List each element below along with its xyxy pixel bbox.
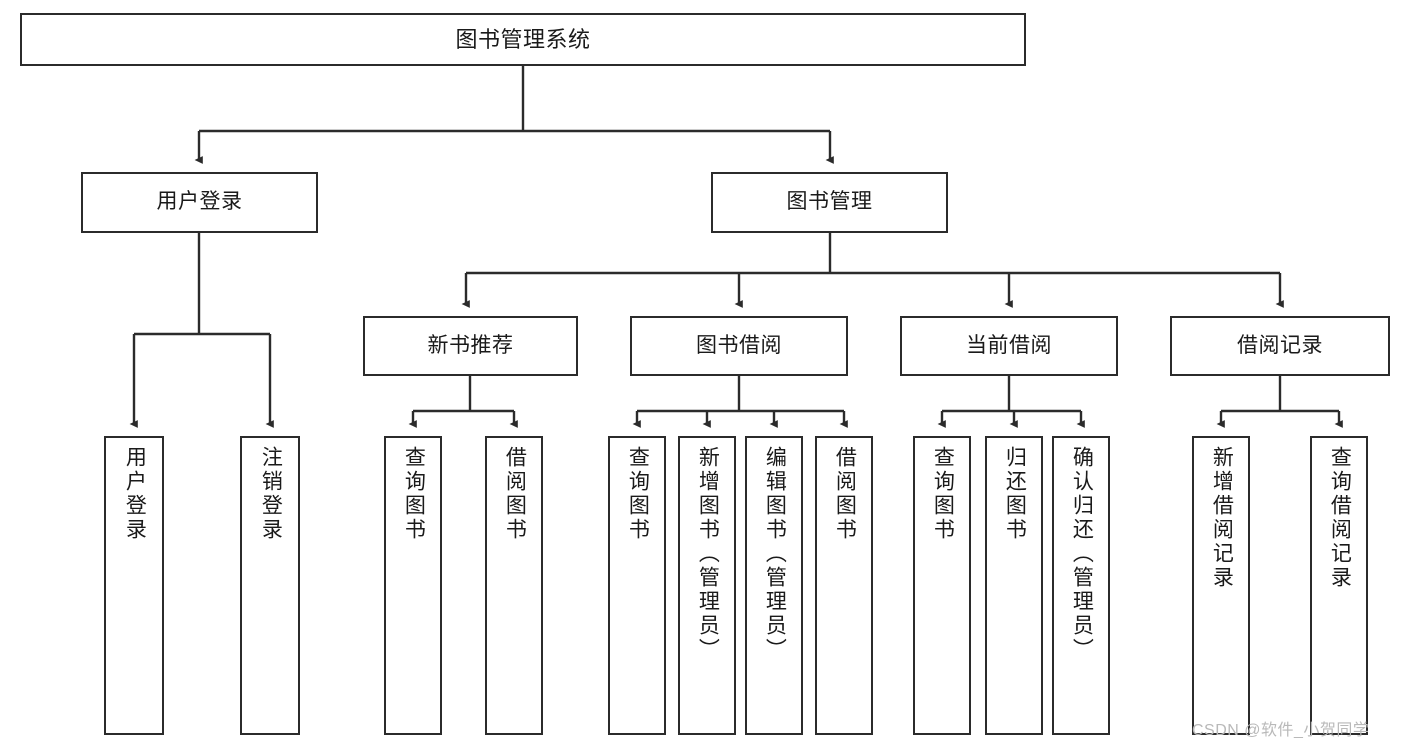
node-leaf-add-book-admin[interactable]: 新增图书（管理员） bbox=[678, 436, 736, 735]
node-leaf-query-books-current[interactable]: 查询图书 bbox=[913, 436, 971, 735]
node-leaf-query-books-borrow[interactable]: 查询图书 bbox=[608, 436, 666, 735]
node-root[interactable]: 图书管理系统 bbox=[20, 13, 1026, 66]
node-leaf-borrow-books-recommend-label: 借阅图书 bbox=[503, 446, 527, 542]
node-leaf-query-books-current-label: 查询图书 bbox=[931, 446, 955, 542]
node-book-borrow-label: 图书借阅 bbox=[696, 333, 782, 357]
node-leaf-confirm-return-admin[interactable]: 确认归还（管理员） bbox=[1052, 436, 1110, 735]
node-borrow-record[interactable]: 借阅记录 bbox=[1170, 316, 1390, 376]
node-leaf-add-book-admin-label: 新增图书（管理员） bbox=[696, 446, 720, 662]
node-user-login-label: 用户登录 bbox=[156, 190, 243, 214]
node-book-borrow[interactable]: 图书借阅 bbox=[630, 316, 848, 376]
node-leaf-borrow-books-borrow[interactable]: 借阅图书 bbox=[815, 436, 873, 735]
node-book-management-label: 图书管理 bbox=[786, 190, 873, 214]
node-leaf-borrow-books-recommend[interactable]: 借阅图书 bbox=[485, 436, 543, 735]
node-leaf-edit-book-admin[interactable]: 编辑图书（管理员） bbox=[745, 436, 803, 735]
node-leaf-query-books-recommend-label: 查询图书 bbox=[402, 446, 426, 542]
node-leaf-edit-book-admin-label: 编辑图书（管理员） bbox=[763, 446, 787, 662]
node-leaf-return-books[interactable]: 归还图书 bbox=[985, 436, 1043, 735]
node-borrow-record-label: 借阅记录 bbox=[1237, 333, 1323, 357]
node-leaf-query-books-borrow-label: 查询图书 bbox=[626, 446, 650, 542]
node-current-borrow-label: 当前借阅 bbox=[966, 333, 1052, 357]
node-leaf-user-login[interactable]: 用户登录 bbox=[104, 436, 164, 735]
node-leaf-add-borrow-record-label: 新增借阅记录 bbox=[1210, 446, 1234, 590]
node-leaf-return-books-label: 归还图书 bbox=[1003, 446, 1027, 542]
node-root-label: 图书管理系统 bbox=[455, 26, 591, 52]
node-book-management[interactable]: 图书管理 bbox=[711, 172, 948, 233]
node-user-login[interactable]: 用户登录 bbox=[81, 172, 318, 233]
node-leaf-confirm-return-admin-label: 确认归还（管理员） bbox=[1070, 446, 1094, 662]
node-current-borrow[interactable]: 当前借阅 bbox=[900, 316, 1118, 376]
node-leaf-borrow-books-borrow-label: 借阅图书 bbox=[833, 446, 857, 542]
node-new-book-recommend-label: 新书推荐 bbox=[427, 333, 514, 357]
csdn-watermark: CSDN @软件_小贺同学 bbox=[1192, 722, 1370, 739]
node-leaf-add-borrow-record[interactable]: 新增借阅记录 bbox=[1192, 436, 1250, 735]
node-leaf-user-login-label: 用户登录 bbox=[123, 446, 147, 542]
node-leaf-logout[interactable]: 注销登录 bbox=[240, 436, 300, 735]
node-new-book-recommend[interactable]: 新书推荐 bbox=[363, 316, 578, 376]
node-leaf-query-borrow-record[interactable]: 查询借阅记录 bbox=[1310, 436, 1368, 735]
node-leaf-logout-label: 注销登录 bbox=[259, 446, 283, 542]
node-leaf-query-books-recommend[interactable]: 查询图书 bbox=[384, 436, 442, 735]
node-leaf-query-borrow-record-label: 查询借阅记录 bbox=[1328, 446, 1352, 590]
